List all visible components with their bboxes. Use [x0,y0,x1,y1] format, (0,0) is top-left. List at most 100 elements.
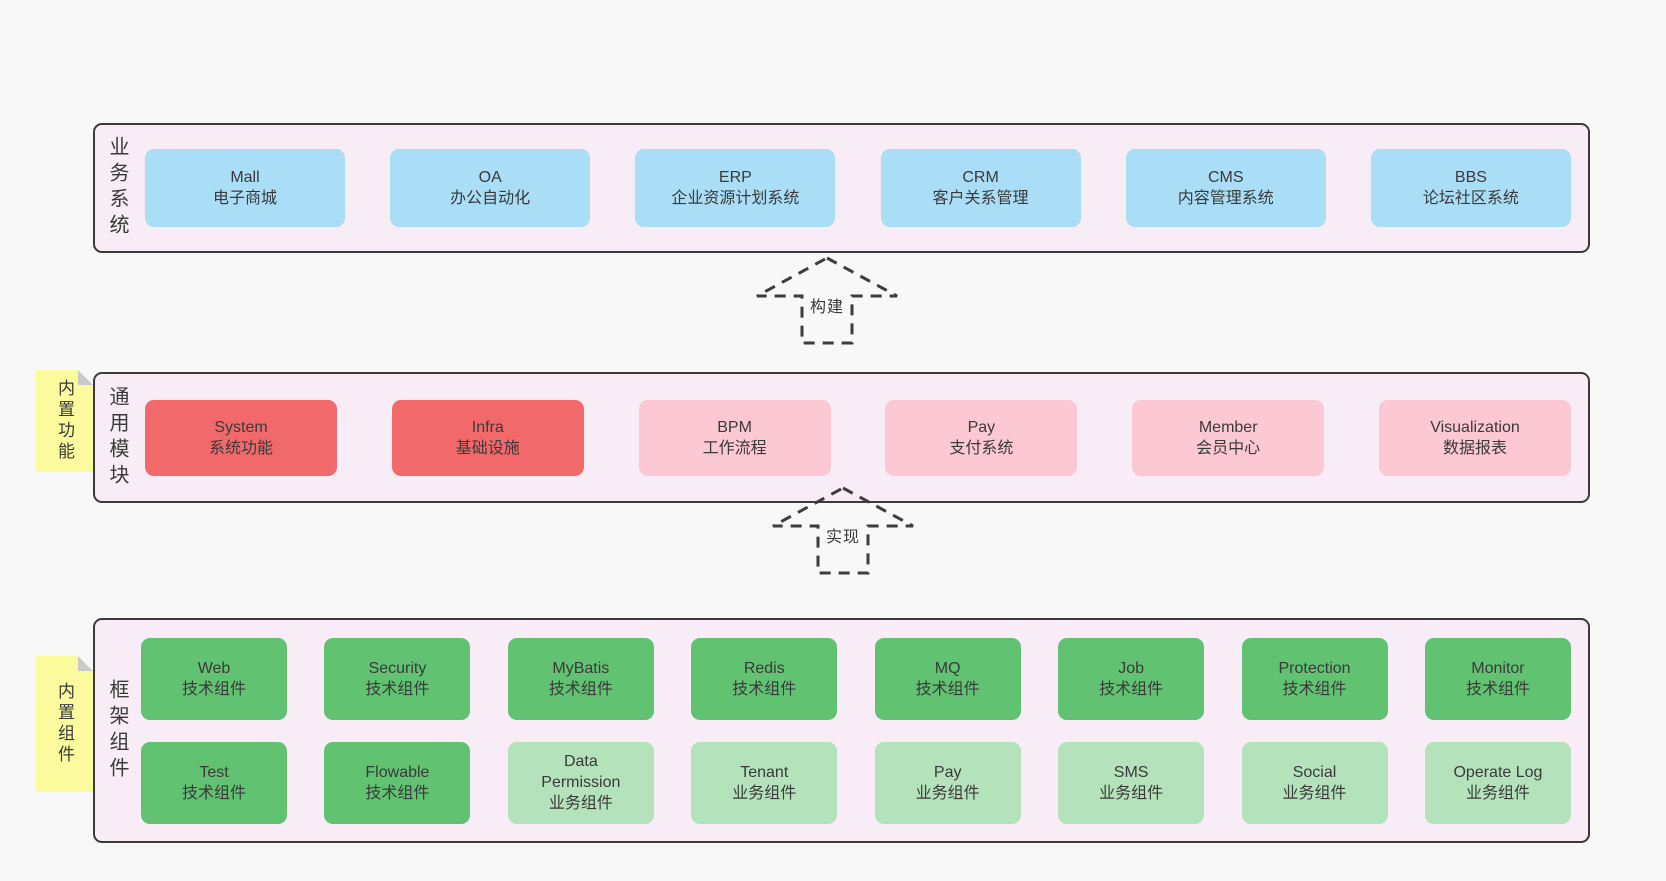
box-name: Visualization [1430,418,1520,436]
box-tenant: Tenant 业务组件 [691,741,838,824]
box-name: Mall [230,169,260,186]
up-arrow-icon [756,256,898,345]
box-name: BPM [717,418,752,436]
layer-business-systems: 业务系统 Mall 电子商城 OA 办公自动化 ERP 企业资源计划系统 CRM… [93,123,1590,253]
arrow-implement: 实现 [768,486,918,576]
business-systems-row: Mall 电子商城 OA 办公自动化 ERP 企业资源计划系统 CRM 客户关系… [127,149,1588,227]
box-redis: Redis 技术组件 [691,637,838,720]
box-desc: 客户关系管理 [932,190,1029,207]
box-name: CRM [962,169,999,186]
common-modules-row: System 系统功能 Infra 基础设施 BPM 工作流程 Pay 支付系统… [127,399,1588,476]
box-system: System 系统功能 [145,399,337,476]
box-desc: 技术组件 [181,680,246,698]
box-name: Infra [471,418,504,436]
box-name: System [214,418,268,436]
box-desc: 业务组件 [732,784,797,802]
box-desc: 论坛社区系统 [1422,190,1519,207]
box-flowable: Flowable 技术组件 [324,741,471,824]
box-oa: OA 办公自动化 [390,149,591,227]
box-name: Operate Log [1453,763,1543,781]
up-arrow-icon [772,486,914,575]
arrow-build: 构建 [752,256,902,346]
box-name: Social [1292,763,1337,781]
box-mybatis: MyBatis 技术组件 [507,637,654,720]
box-name: Flowable [365,763,430,781]
box-monitor: Monitor 技术组件 [1424,637,1571,720]
box-erp: ERP 企业资源计划系统 [635,149,836,227]
layer-label-common-modules: 通用模块 [106,385,128,490]
arrow-build-label: 构建 [806,292,848,318]
box-desc: 企业资源计划系统 [671,190,800,207]
box-name: Protection [1278,659,1351,677]
box-desc: 支付系统 [949,439,1014,457]
box-name: OA [478,169,502,186]
box-bpm: BPM 工作流程 [638,399,831,476]
box-desc: 技术组件 [548,680,613,698]
box-name: ERP [718,169,752,186]
box-infra: Infra 基础设施 [391,399,584,476]
box-crm: CRM 客户关系管理 [880,149,1081,227]
framework-components-grid: Web 技术组件 Security 技术组件 MyBatis 技术组件 Redi… [127,637,1588,824]
sticky-note-builtin-features: 内置功能 [36,370,93,472]
box-mall: Mall 电子商城 [145,149,345,227]
box-mq: MQ 技术组件 [874,637,1021,720]
box-name: MyBatis [552,659,610,677]
box-name: Monitor [1471,659,1525,677]
box-protection: Protection 技术组件 [1241,637,1388,720]
box-desc: 办公自动化 [450,190,531,207]
box-name: Data Permission [541,753,621,791]
box-name: Pay [967,418,996,436]
box-name: Job [1118,659,1144,677]
box-name: SMS [1113,763,1149,781]
box-member: Member 会员中心 [1132,399,1325,476]
box-desc: 会员中心 [1196,439,1261,457]
box-name: Security [368,659,427,677]
box-pay: Pay 支付系统 [885,399,1078,476]
box-desc: 业务组件 [1282,784,1347,802]
box-name: Pay [933,763,962,781]
layer-label-framework-components: 框架组件 [106,678,128,783]
box-pay-business: Pay 业务组件 [874,741,1021,824]
box-sms: SMS 业务组件 [1058,741,1205,824]
box-desc: 系统功能 [208,439,273,457]
box-cms: CMS 内容管理系统 [1125,149,1326,227]
box-desc: 电子商城 [212,190,277,207]
box-name: CMS [1207,169,1244,186]
box-visualization: Visualization 数据报表 [1378,399,1571,476]
box-name: Web [197,659,231,677]
box-desc: 技术组件 [365,680,430,698]
box-name: BBS [1454,169,1487,186]
box-desc: 技术组件 [1099,680,1164,698]
box-security: Security 技术组件 [324,637,471,720]
box-desc: 技术组件 [1282,680,1347,698]
box-job: Job 技术组件 [1058,637,1205,720]
box-name: Member [1198,418,1258,436]
sticky-note-text: 内置组件 [55,682,74,766]
layer-label-business-systems: 业务系统 [106,136,128,240]
box-name: Redis [743,659,785,677]
box-desc: 技术组件 [1465,680,1530,698]
arrow-implement-label: 实现 [822,522,864,548]
box-desc: 业务组件 [915,784,980,802]
box-desc: 工作流程 [702,439,767,457]
sticky-note-builtin-components: 内置组件 [36,656,93,792]
box-test: Test 技术组件 [141,741,287,824]
box-desc: 技术组件 [732,680,797,698]
box-name: Test [199,763,229,781]
box-bbs: BBS 论坛社区系统 [1370,149,1571,227]
box-name: Tenant [740,763,789,781]
box-desc: 基础设施 [455,439,520,457]
sticky-note-text: 内置功能 [55,379,74,463]
box-desc: 业务组件 [1099,784,1164,802]
box-web: Web 技术组件 [141,637,287,720]
box-social: Social 业务组件 [1241,741,1388,824]
box-desc: 内容管理系统 [1177,190,1274,207]
box-desc: 业务组件 [1465,784,1530,802]
box-desc: 技术组件 [365,784,430,802]
layer-common-modules: 通用模块 System 系统功能 Infra 基础设施 BPM 工作流程 Pay… [93,372,1590,503]
box-data-permission: Data Permission 业务组件 [507,741,654,824]
box-operate-log: Operate Log 业务组件 [1424,741,1571,824]
layer-framework-components: 框架组件 Web 技术组件 Security 技术组件 MyBatis 技术组件… [93,618,1590,843]
box-desc: 技术组件 [181,784,246,802]
